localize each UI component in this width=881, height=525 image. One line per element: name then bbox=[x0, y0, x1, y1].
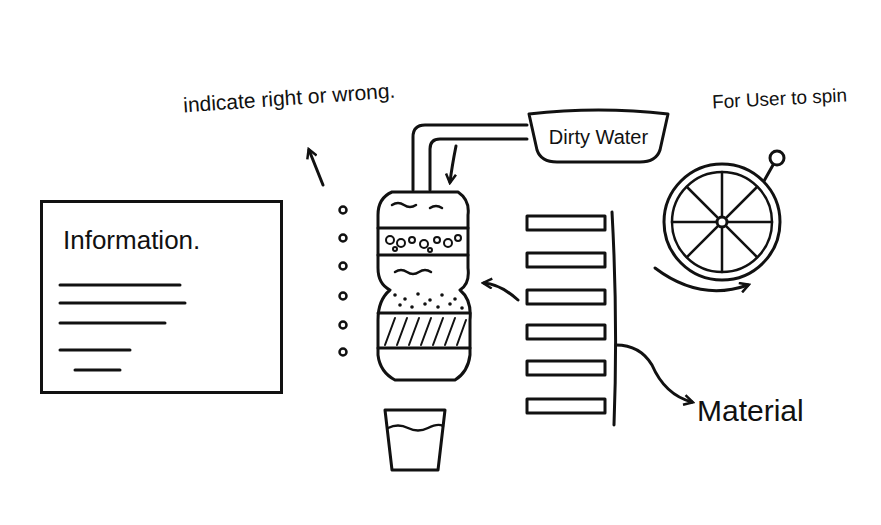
spin-arrow bbox=[655, 268, 748, 291]
node-text: Dirty Water bbox=[527, 106, 670, 149]
indicator-lights bbox=[340, 207, 347, 356]
flow-arrow bbox=[450, 146, 456, 182]
note-label: indicate right or wrong. bbox=[182, 79, 396, 118]
spin-wheel bbox=[664, 151, 784, 280]
leader-arrow bbox=[616, 345, 692, 402]
water-basin: Dirty Water bbox=[527, 106, 670, 164]
pipe bbox=[413, 125, 527, 190]
text-lines bbox=[60, 285, 185, 370]
material-bars bbox=[527, 216, 605, 413]
node-text: Information. bbox=[63, 225, 260, 256]
bracket bbox=[612, 212, 616, 425]
bottle-filter bbox=[378, 192, 470, 380]
leader-arrow bbox=[309, 150, 323, 185]
insert-arrow bbox=[484, 283, 518, 300]
part-label: Material bbox=[697, 394, 804, 428]
information-panel: Information. bbox=[40, 200, 283, 394]
cup bbox=[385, 410, 445, 470]
note-label: For User to spin bbox=[712, 84, 848, 113]
